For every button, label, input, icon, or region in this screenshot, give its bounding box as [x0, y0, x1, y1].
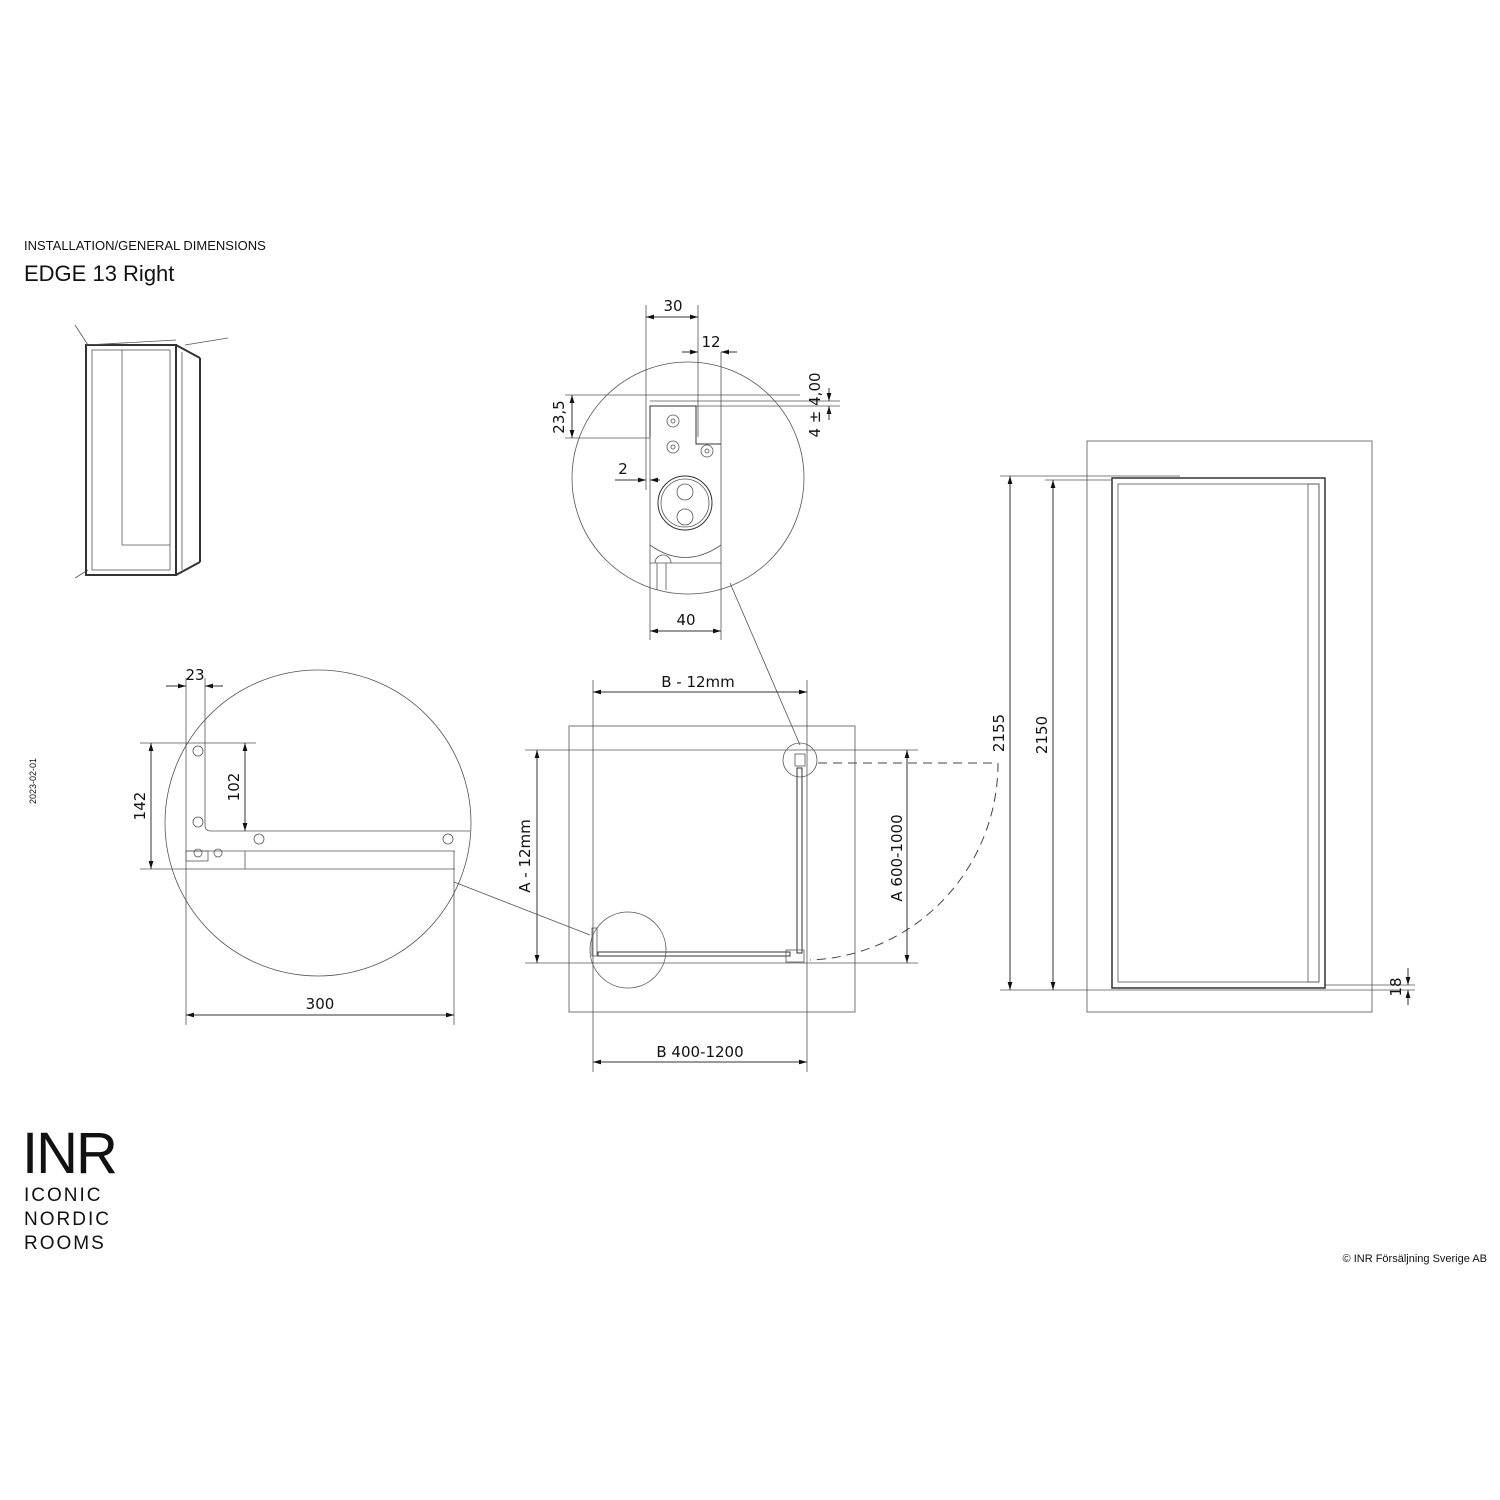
dim-23-5: 23,5 [550, 400, 568, 433]
drawing-subtitle: INSTALLATION/GENERAL DIMENSIONS [24, 238, 266, 253]
dim-18: 18 [1387, 977, 1405, 996]
drawing-date: 2023-02-01 [28, 758, 38, 804]
dim-23: 23 [185, 666, 204, 684]
dim-b-inner: B - 12mm [661, 673, 735, 691]
dim-300: 300 [306, 995, 335, 1013]
drawing-title: EDGE 13 Right [24, 261, 174, 286]
logo-mark: INR [22, 1121, 116, 1186]
dim-4-tolerance: 4 ± 4,00 [806, 372, 824, 437]
dim-12: 12 [701, 333, 720, 351]
dim-b-range: B 400-1200 [656, 1043, 743, 1061]
isometric-sketch [74, 324, 229, 579]
dim-102: 102 [225, 773, 243, 802]
dim-a-inner: A - 12mm [516, 819, 534, 893]
dim-2155: 2155 [990, 714, 1008, 752]
logo-line-2: NORDIC [24, 1209, 111, 1230]
dim-30: 30 [663, 297, 682, 315]
dim-2: 2 [618, 460, 628, 478]
logo-line-3: ROOMS [24, 1233, 106, 1254]
dim-a-range: A 600-1000 [888, 814, 906, 901]
dim-40: 40 [676, 611, 695, 629]
top-detail-view: 30 12 23,5 4 ± 4,00 2 40 [550, 297, 840, 746]
copyright: © INR Försäljning Sverige AB [1343, 1253, 1487, 1265]
logo-line-1: ICONIC [24, 1185, 103, 1206]
plan-view: B - 12mm A - 12mm A 600-1000 B 400-1200 [516, 673, 999, 1072]
dim-2150: 2150 [1033, 716, 1051, 754]
left-detail-view: 23 142 102 300 [131, 666, 591, 1025]
inr-logo: INR ICONIC NORDIC ROOMS [22, 1121, 118, 1254]
dim-142: 142 [131, 792, 149, 821]
elevation-view: 2155 2150 18 [990, 440, 1415, 1013]
